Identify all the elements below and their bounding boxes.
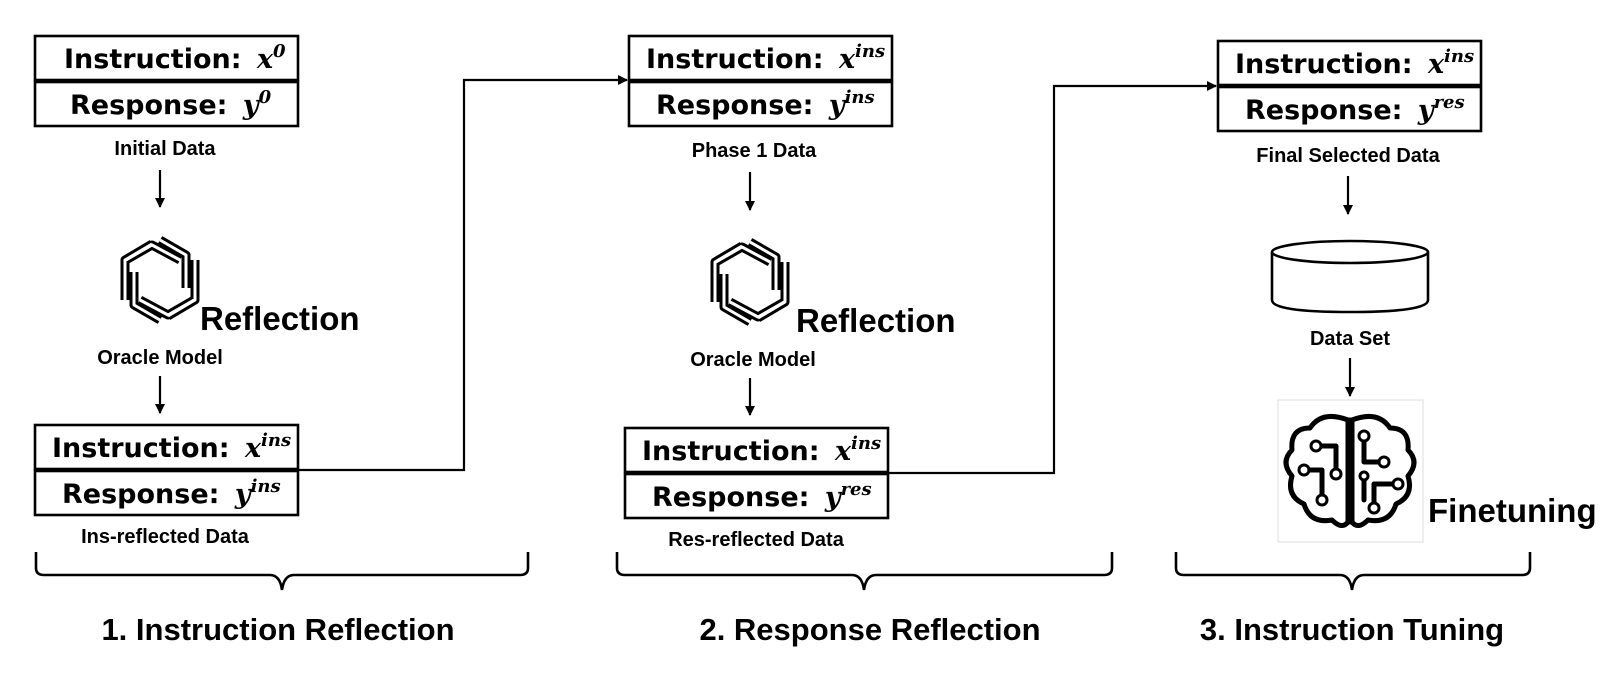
phase-brace: [1174, 552, 1532, 591]
instruction-text: Instruction: xins: [1235, 46, 1474, 80]
openai-knot-icon: [108, 228, 212, 332]
phase-1: Instruction: x0 Response: y0 Initial Dat…: [33, 34, 530, 647]
response-text: Response: yres: [652, 479, 872, 513]
finetuning-label: Finetuning: [1428, 492, 1597, 529]
phase-2: Instruction: xins Response: yins Phase 1…: [615, 34, 1114, 647]
phase1-data-caption: Phase 1 Data: [692, 140, 817, 162]
database-icon: [1270, 239, 1430, 314]
phase-title: 1. Instruction Reflection: [101, 612, 454, 647]
instruction-text: Instruction: xins: [646, 41, 885, 75]
instruction-text: Instruction: xins: [52, 430, 291, 464]
oracle-model-caption: Oracle Model: [97, 347, 223, 369]
reflection-label: Reflection: [796, 302, 956, 339]
ins-reflected-data-box: Instruction: xins Response: yins Ins-ref…: [33, 423, 300, 548]
openai-knot-icon: [698, 230, 802, 334]
oracle-model: Reflection Oracle Model: [97, 228, 360, 369]
brain-circuit-icon: [1277, 399, 1424, 543]
data-set-caption: Data Set: [1310, 328, 1390, 350]
instruction-text: Instruction: x0: [64, 41, 286, 75]
ins-reflected-caption: Ins-reflected Data: [81, 526, 250, 548]
connector-arrow: [298, 75, 628, 472]
phase-title: 3. Instruction Tuning: [1200, 612, 1504, 647]
oracle-model: Reflection Oracle Model: [690, 230, 956, 371]
response-text: Response: yins: [656, 87, 875, 121]
phase-brace: [34, 552, 530, 591]
initial-data-caption: Initial Data: [114, 138, 216, 160]
phase-title: 2. Response Reflection: [699, 612, 1040, 647]
response-text: Response: yins: [62, 476, 281, 510]
final-selected-caption: Final Selected Data: [1256, 145, 1440, 167]
phase1-data-box: Instruction: xins Response: yins Phase 1…: [627, 34, 894, 162]
oracle-model-caption: Oracle Model: [690, 349, 816, 371]
reflection-label: Reflection: [200, 300, 360, 337]
res-reflected-data-box: Instruction: xins Response: yres Res-ref…: [623, 426, 890, 551]
response-text: Response: y0: [70, 87, 272, 121]
final-selected-data-box: Instruction: xins Response: yres Final S…: [1216, 39, 1483, 167]
phase-brace: [615, 552, 1114, 591]
initial-data-box: Instruction: x0 Response: y0 Initial Dat…: [33, 34, 300, 160]
res-reflected-caption: Res-reflected Data: [668, 529, 845, 551]
phase-3: Instruction: xins Response: yres Final S…: [1174, 39, 1597, 647]
instruction-text: Instruction: xins: [642, 433, 881, 467]
response-text: Response: yres: [1245, 92, 1465, 126]
connector-arrow: [888, 81, 1217, 475]
